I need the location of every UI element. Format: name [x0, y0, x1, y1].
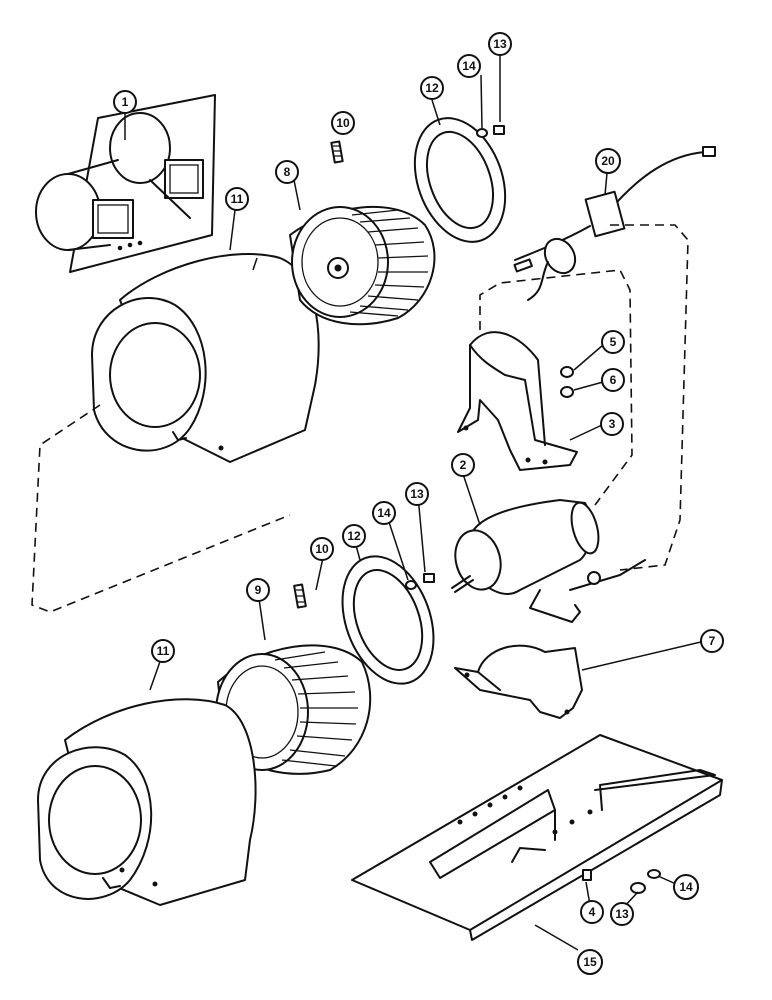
base-screw	[582, 869, 592, 881]
dashed-wire-routes	[31, 224, 689, 613]
callout-6: 6	[601, 368, 625, 392]
callout-13-upper: 13	[488, 32, 512, 56]
callout-13-lower: 13	[405, 482, 429, 506]
callout-14-lower: 14	[372, 501, 396, 525]
svg-text:15: 15	[583, 955, 597, 969]
upper-fan-wheel	[289, 205, 436, 326]
svg-text:14: 14	[462, 59, 476, 73]
svg-text:13: 13	[615, 907, 629, 921]
callout-11-upper: 11	[225, 187, 249, 211]
svg-text:3: 3	[609, 417, 616, 431]
svg-text:8: 8	[284, 165, 291, 179]
svg-text:11: 11	[157, 644, 170, 658]
callout-20: 20	[595, 148, 621, 174]
svg-text:12: 12	[425, 81, 439, 95]
motor-bracket-lower	[454, 644, 583, 719]
callout-13-base: 13	[610, 902, 634, 926]
upper-lockwasher	[476, 128, 488, 138]
svg-text:12: 12	[347, 529, 361, 543]
callout-7: 7	[700, 629, 724, 653]
callout-9: 9	[246, 578, 270, 602]
svg-text:10: 10	[315, 542, 329, 556]
lower-setscrew	[293, 583, 307, 609]
callout-3: 3	[600, 412, 624, 436]
callout-15: 15	[577, 949, 603, 975]
callout-12-upper: 12	[420, 76, 444, 100]
callout-12-lower: 12	[342, 524, 366, 548]
upper-setscrew	[330, 140, 344, 164]
svg-text:10: 10	[336, 116, 350, 130]
svg-text:4: 4	[589, 905, 596, 919]
callout-11-lower: 11	[151, 639, 175, 663]
svg-text:6: 6	[610, 373, 617, 387]
callout-4: 4	[580, 900, 604, 924]
callout-14-base: 14	[673, 874, 699, 900]
blower-motor	[451, 499, 646, 623]
base-nut	[630, 882, 646, 894]
upper-blower-housing	[91, 253, 320, 463]
washer	[560, 386, 574, 398]
svg-text:5: 5	[610, 335, 617, 349]
svg-text:7: 7	[709, 634, 716, 648]
nut	[560, 366, 574, 378]
callout-5: 5	[601, 330, 625, 354]
callout-14-upper: 14	[457, 54, 481, 78]
motor-bracket-upper	[457, 331, 578, 471]
callout-10-upper: 10	[331, 111, 355, 135]
blower-assembly	[35, 94, 216, 273]
svg-text:20: 20	[601, 154, 615, 168]
base-lockwasher	[647, 869, 661, 879]
svg-text:11: 11	[231, 192, 244, 206]
svg-text:13: 13	[410, 487, 424, 501]
callout-10-lower: 10	[310, 537, 334, 561]
lower-blower-housing	[37, 698, 257, 906]
upper-inlet-ring	[413, 117, 507, 243]
callout-1: 1	[113, 90, 137, 114]
lower-lockwasher	[405, 580, 417, 590]
svg-text:2: 2	[460, 458, 467, 472]
svg-text:14: 14	[679, 880, 693, 894]
upper-screw	[493, 125, 505, 135]
base-plate	[351, 734, 723, 941]
lower-screw	[423, 573, 435, 583]
svg-text:9: 9	[255, 583, 262, 597]
svg-text:1: 1	[122, 95, 129, 109]
callout-2: 2	[451, 453, 475, 477]
callout-8: 8	[275, 160, 299, 184]
svg-text:13: 13	[493, 37, 507, 51]
svg-text:14: 14	[377, 506, 391, 520]
